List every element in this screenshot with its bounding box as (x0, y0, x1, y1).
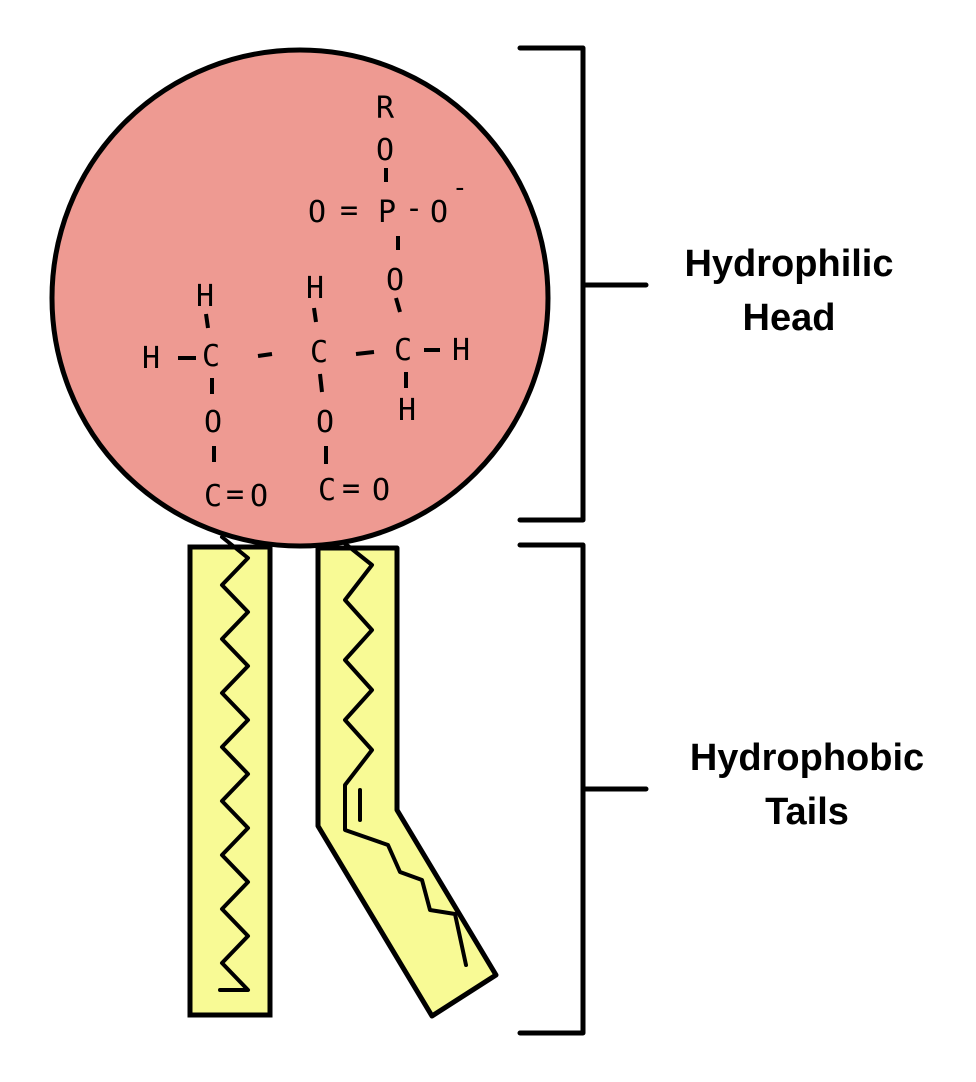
atom-p: P (378, 195, 396, 230)
atom-c-left: C (202, 339, 220, 374)
atom-h-left: H (142, 341, 160, 376)
atom-c-ester-left: C (204, 479, 222, 514)
atom-o-center: O (316, 405, 334, 440)
label-head: Head (743, 297, 836, 339)
label-hydrophobic: Hydrophobic (690, 737, 924, 779)
bond-double-mid: = (342, 471, 360, 506)
atom-o-left: O (204, 405, 222, 440)
tail-left-chain (218, 535, 250, 992)
charge-minus: - (452, 173, 468, 203)
tail-right (315, 545, 499, 1019)
atom-o-minus: O (430, 195, 448, 230)
bond (318, 373, 324, 393)
tail-right-chain (331, 532, 468, 967)
bond-double-op: = (340, 193, 358, 228)
atom-h-left-top: H (196, 279, 214, 314)
bond (257, 352, 273, 358)
tail-left (187, 544, 273, 1018)
atom-r: R (376, 91, 395, 126)
atom-o-ester-mid: O (372, 473, 390, 508)
label-hydrophilic: Hydrophilic (684, 243, 893, 285)
head-circle (49, 47, 551, 549)
atom-o-double: O (308, 195, 326, 230)
bond (204, 313, 210, 329)
atom-h-right: H (452, 333, 470, 368)
bond (312, 307, 318, 323)
atom-o-top: O (376, 133, 394, 168)
atom-c-right: C (394, 333, 412, 368)
label-tails: Tails (765, 791, 849, 833)
bond-po: - (405, 191, 423, 226)
atom-h-mid-top: H (306, 271, 324, 306)
head-bracket (517, 45, 649, 523)
atom-c-mid: C (310, 335, 328, 370)
atom-c-ester-mid: C (318, 473, 336, 508)
glycerol-phosphate-structure: R O O = P - O - O H H C H C C H H O O C … (142, 91, 470, 514)
tails-bracket (517, 542, 649, 1036)
atom-o-ester-left: O (250, 479, 268, 514)
bond-double-left: = (226, 477, 244, 512)
atom-o-mid: O (386, 263, 404, 298)
bond (355, 350, 375, 356)
bond (394, 297, 402, 313)
atom-h-right-bottom: H (398, 393, 416, 428)
